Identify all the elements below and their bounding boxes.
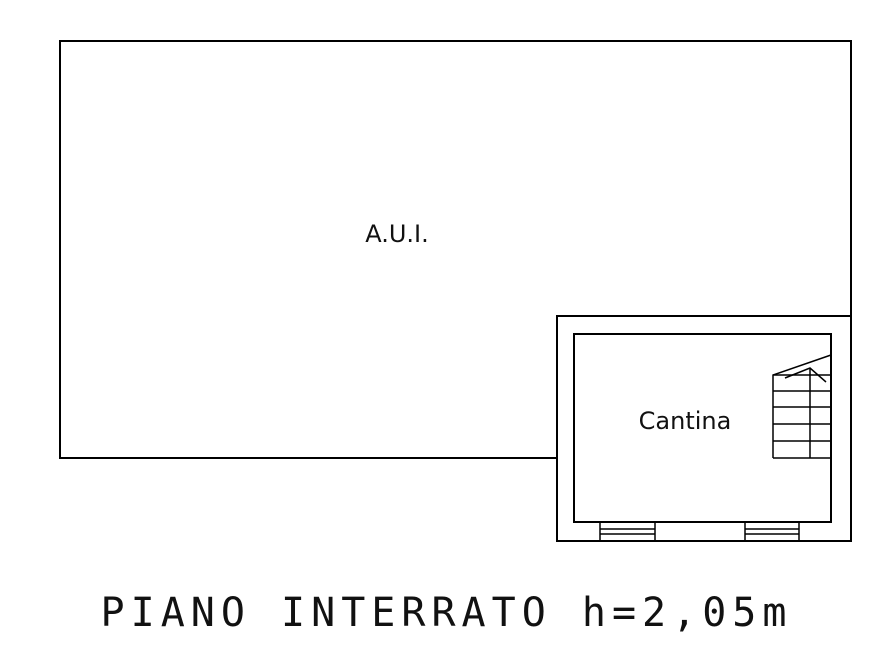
aui-label: A.U.I. (365, 220, 429, 248)
window-left (599, 521, 656, 542)
cantina-inner-wall (573, 333, 832, 523)
staircase (772, 354, 832, 459)
stair-arrow-icon (784, 367, 827, 383)
cantina-outer-wall (556, 315, 852, 542)
aui-area-outline (59, 40, 852, 459)
window-right (744, 521, 800, 542)
plan-caption: PIANO INTERRATO h=2,05m (100, 590, 793, 636)
cantina-label: Cantina (639, 407, 732, 435)
